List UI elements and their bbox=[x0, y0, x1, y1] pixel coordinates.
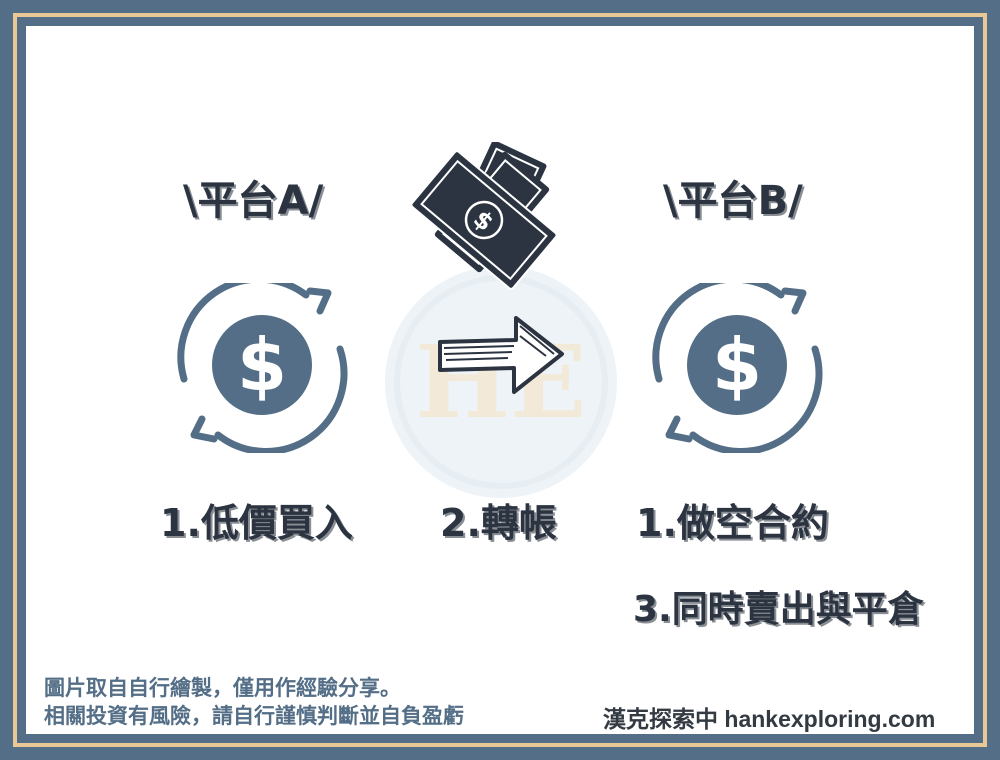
watermark-logo-icon: HE bbox=[385, 266, 617, 498]
svg-text:$: $ bbox=[237, 323, 287, 407]
disclaimer-line-1: 圖片取自自行繪製，僅用作經驗分享。 bbox=[44, 676, 401, 700]
svg-text:$: $ bbox=[712, 323, 762, 407]
step-transfer: 2.轉帳 bbox=[439, 500, 559, 547]
exchange-cycle-icon-b: $ bbox=[652, 283, 823, 453]
disclaimer-line-2: 相關投資有風險，請自行謹慎判斷並自負盈虧 bbox=[44, 704, 464, 728]
platform-b-heading: \平台B/ bbox=[662, 177, 805, 226]
exchange-cycle-icon-a: $ bbox=[177, 283, 348, 453]
money-bills-icon: $ bbox=[412, 142, 558, 290]
step-short-contract: 1.做空合約 bbox=[635, 500, 831, 547]
step-sell-and-close: 3.同時賣出與平倉 bbox=[632, 588, 926, 632]
step-buy-low: 1.低價買入 bbox=[159, 500, 355, 547]
platform-a-heading: \平台A/ bbox=[181, 177, 324, 226]
transfer-arrow-icon bbox=[438, 316, 564, 394]
brand-credit: 漢克探索中 hankexploring.com bbox=[603, 706, 936, 732]
